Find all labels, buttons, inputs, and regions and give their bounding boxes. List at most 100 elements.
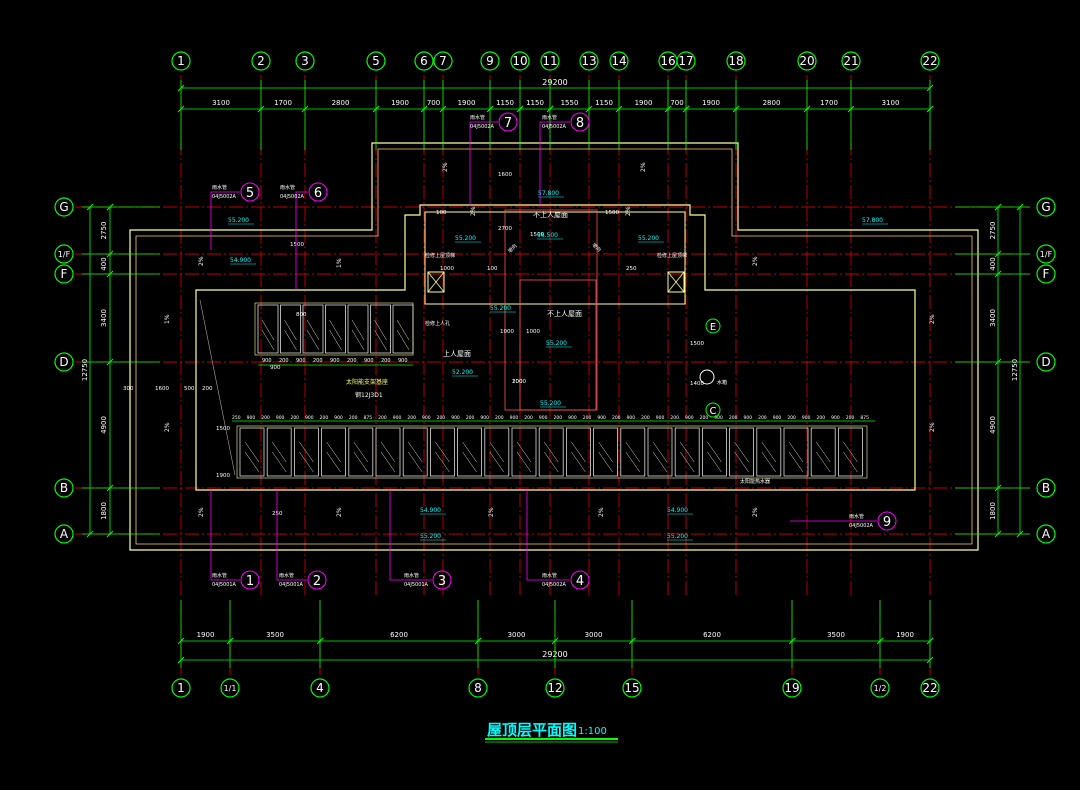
dim-right-seg: 4900 <box>989 416 997 434</box>
label-solar-heater: 太阳能热水器 <box>740 478 770 485</box>
drawing-scale: 1:100 <box>578 726 607 737</box>
elevation-mark: 55.200 <box>490 305 511 312</box>
dim-misc: 250 <box>626 266 637 272</box>
dim-bottom-seg: 1900 <box>197 631 215 639</box>
axis-bubble <box>1036 524 1056 544</box>
solar-panel <box>370 304 391 354</box>
solar-panel-hatch <box>571 451 586 473</box>
solar-panel-hatch <box>299 441 314 463</box>
axis-bubble <box>1036 352 1056 372</box>
dim-panel-bottom: 200 <box>437 415 446 421</box>
dim-left-seg: 1800 <box>100 502 108 520</box>
drain-tag-bubble <box>432 570 452 590</box>
axis-bubble <box>366 51 386 71</box>
drain-tag-label: 雨水管 <box>280 184 295 191</box>
solar-panel <box>838 427 863 477</box>
dim-top-seg: 3100 <box>882 99 900 107</box>
dim-top-seg: 1900 <box>635 99 653 107</box>
label-slope-note: 坡向 <box>591 241 603 253</box>
axis-bubble <box>414 51 434 71</box>
dim-panel-bottom: 900 <box>539 415 548 421</box>
slope-mark: 2% <box>336 507 343 517</box>
solar-panel-hatch <box>489 441 505 463</box>
axis-label: 6 <box>420 54 428 68</box>
dim-panel-bottom: 900 <box>276 415 285 421</box>
solar-panel-hatch <box>353 441 369 463</box>
drain-tag-label: 雨水管 <box>212 184 227 191</box>
label-slope-note: 坡向 <box>506 242 518 254</box>
solar-panel-hatch <box>679 451 695 473</box>
axis-label: 7 <box>439 54 447 68</box>
dim-panel-bottom: 200 <box>641 415 650 421</box>
dim-top-seg: 700 <box>670 99 683 107</box>
dim-panel-bottom: 200 <box>495 415 504 421</box>
solar-panel <box>620 427 646 477</box>
dim-panel-bottom: 900 <box>685 415 694 421</box>
drain-tag-number: 4 <box>576 574 584 589</box>
dim-misc: 2700 <box>498 226 512 232</box>
solar-panel <box>566 427 591 477</box>
elevation-mark: 55.200 <box>638 235 659 242</box>
axis-label: G <box>1041 200 1050 214</box>
solar-panel-hatch <box>351 329 365 351</box>
elevation-mark: 57.800 <box>538 190 559 197</box>
elevation-mark: 57.800 <box>862 217 883 224</box>
solar-panel-hatch <box>707 451 722 473</box>
dim-misc: 100 <box>487 266 498 272</box>
axis-label: 9 <box>486 54 494 68</box>
dim-panel-top: 900 <box>262 358 272 364</box>
dim-misc: 1400 <box>690 381 704 387</box>
dim-misc: 1000 <box>526 329 540 335</box>
drain-leader <box>526 490 570 581</box>
solar-panel-hatch <box>734 451 749 473</box>
solar-panel-hatch <box>271 441 287 463</box>
dim-misc: 1500 <box>605 210 619 216</box>
dim-misc: 1000 <box>500 329 514 335</box>
inner-parapet <box>135 148 973 545</box>
roof-edge <box>195 204 916 491</box>
dim-top-seg: 1550 <box>561 99 579 107</box>
axis-bubble <box>295 51 315 71</box>
dim-top-seg: 1900 <box>391 99 409 107</box>
dim-panel-bottom: 200 <box>670 415 679 421</box>
solar-panel <box>756 427 782 477</box>
dim-panel-bottom: 250 <box>232 415 241 421</box>
dim-top-seg: 700 <box>427 99 440 107</box>
solar-panel-frame <box>254 302 414 356</box>
solar-panel <box>239 427 265 477</box>
drain-tag-bubble <box>498 112 518 132</box>
stair-housing <box>424 211 686 305</box>
solar-panel-hatch <box>380 451 396 473</box>
drain-tag-ref: 04J5002A <box>280 194 305 200</box>
drain-tag-ref: 04J5002A <box>542 124 567 130</box>
slope-mark: 2% <box>625 206 632 216</box>
dim-top-seg: 3100 <box>212 99 230 107</box>
drain-tag-bubble <box>240 570 260 590</box>
solar-panel-frame <box>236 425 868 479</box>
dim-top-seg: 1900 <box>702 99 720 107</box>
solar-panel <box>674 427 700 477</box>
drain-tag-label: 雨水管 <box>542 114 557 121</box>
solar-panel-hatch <box>843 441 858 463</box>
drain-tag-number: 6 <box>314 186 322 201</box>
solar-panel-hatch <box>407 451 423 473</box>
solar-panel-arrays <box>236 302 868 479</box>
dim-panel-bottom: 900 <box>831 415 840 421</box>
solar-panel <box>392 304 414 354</box>
slope-mark: 2% <box>198 507 205 517</box>
solar-panel-hatch <box>707 441 722 463</box>
axis-bubble <box>870 678 890 698</box>
dim-panel-bottom: 200 <box>320 415 329 421</box>
dim-left-seg: 3400 <box>100 309 108 327</box>
drain-tag-number: 9 <box>883 515 891 530</box>
slope-mark: 2% <box>929 422 936 432</box>
solar-panel-hatch <box>306 319 320 341</box>
axis-bubble <box>480 51 500 71</box>
solar-panel <box>402 427 428 477</box>
elevation-mark: 55.200 <box>667 533 688 540</box>
drain-leader <box>210 191 240 250</box>
solar-panel <box>280 304 301 354</box>
dim-right-seg: 400 <box>989 257 997 270</box>
solar-panel-hatch <box>815 451 831 473</box>
solar-panel-hatch <box>543 441 559 463</box>
